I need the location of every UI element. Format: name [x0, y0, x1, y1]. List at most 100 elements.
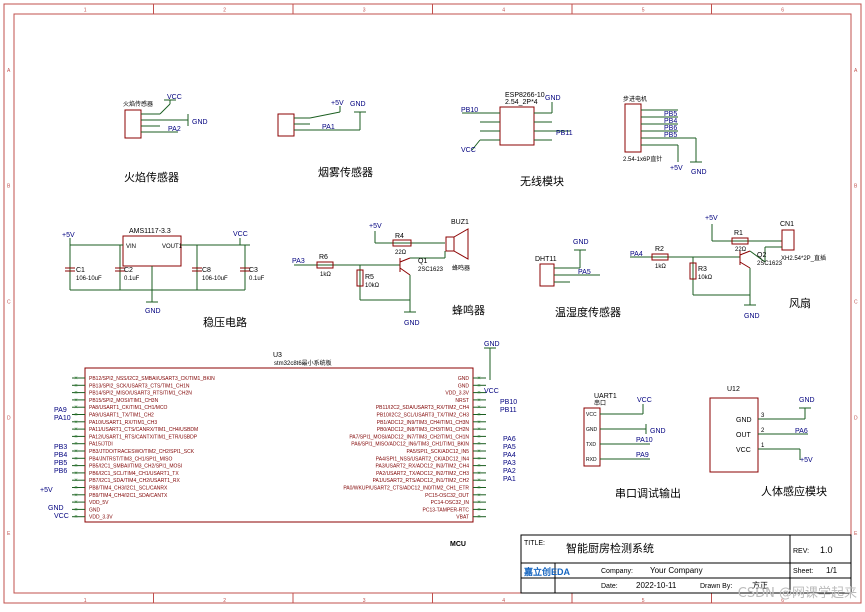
- dht-gnd-label: GND: [573, 239, 589, 246]
- mcu-pin-label: PB3/JTDO/TRACESWO/TIM2_CH2/SPI1_SCK: [89, 449, 195, 455]
- mcu-pin-label: PB10/I2C2_SCL/USART3_TX/TIM2_CH3: [377, 413, 470, 419]
- dht-net-label: PA5: [578, 269, 591, 276]
- no-connect-marker: ×: [477, 515, 481, 521]
- company-label: Company:: [601, 568, 633, 575]
- flame-connector: [124, 109, 142, 139]
- mcu-pin-label: VDD_3.3V: [89, 515, 113, 521]
- no-connect-marker: ×: [477, 464, 481, 470]
- no-connect-marker: ×: [74, 486, 78, 492]
- frame-row-label: E: [854, 531, 858, 537]
- uart-connector: [583, 407, 601, 467]
- fan-cn-ref: CN1: [780, 221, 794, 228]
- mcu-part: stm32c8t6最小系统板: [274, 359, 332, 367]
- mcu-pin-label: PB13/SPI2_SCK/USART3_CTS/TIM1_CH1N: [89, 383, 190, 389]
- company-value: Your Company: [650, 566, 703, 575]
- mcu-pin-label: PB6/I2C1_SCL/TIM4_CH1/USART1_TX: [89, 471, 179, 477]
- uart-pin-gnd: GND: [586, 427, 598, 433]
- dht-title: 温湿度传感器: [555, 305, 621, 319]
- pir-title: 人体感应模块: [761, 484, 827, 498]
- stepper-title: 步进电机: [623, 95, 647, 103]
- no-connect-marker: ×: [74, 383, 78, 389]
- mcu-net-pb4: PB4: [54, 452, 67, 459]
- fan-title: 风扇: [789, 296, 811, 310]
- cap-c3-ref: C3: [249, 267, 258, 274]
- buzzer-r4: [392, 239, 412, 247]
- outer-frame: [3, 3, 862, 604]
- uart-pin-vcc: VCC: [586, 412, 597, 418]
- no-connect-marker: ×: [74, 500, 78, 506]
- frame-row-label: B: [7, 184, 11, 190]
- regulator-part: AMS1117-3.3: [129, 228, 171, 235]
- uart-pin-rxd: RXD: [586, 457, 597, 463]
- regulator-gnd-label: GND: [145, 308, 161, 315]
- no-connect-marker: ×: [477, 442, 481, 448]
- frame-col-label: 2: [223, 598, 226, 604]
- mcu-title: MCU: [450, 541, 466, 548]
- no-connect-marker: ×: [74, 376, 78, 382]
- title-block-frame: [520, 534, 852, 594]
- no-connect-marker: ×: [477, 478, 481, 484]
- no-connect-marker: ×: [477, 376, 481, 382]
- flame-sensor-block: 火焰传感器 VCC GND PA2 火焰传感器: [123, 94, 208, 184]
- fan-r2: [651, 253, 669, 261]
- wifi-gnd-label: GND: [545, 95, 561, 102]
- no-connect-marker: ×: [477, 486, 481, 492]
- no-connect-marker: ×: [477, 391, 481, 397]
- mcu-pin-label: PB14/SPI2_MISO/USART3_RTS/TIM1_CH2N: [89, 391, 192, 397]
- smoke-title: 烟雾传感器: [318, 165, 373, 179]
- mcu-net-pa3: PA3: [503, 460, 516, 467]
- cap-c8-ref: C8: [202, 267, 211, 274]
- mcu-pin-label: PA3/USART2_RX/ADC12_IN3/TIM2_CH4: [376, 464, 470, 470]
- uart-title: 串口调试输出: [615, 486, 681, 500]
- cap-c2-val: 0.1uF: [124, 276, 140, 282]
- mcu-net-vcc: VCC: [54, 513, 69, 520]
- mcu-net-pb3: PB3: [54, 444, 67, 451]
- mcu-ref: U3: [273, 352, 282, 359]
- stepper-block: 步进电机 PB5 PB4 PB6 PB5 +5V GND 2.54-1x6P直针: [623, 95, 707, 176]
- wifi-title: 无线模块: [520, 174, 564, 188]
- mcu-pin-label: VDD_5V: [89, 500, 109, 506]
- uart-pin-txd: TXD: [586, 442, 596, 448]
- no-connect-marker: ×: [477, 413, 481, 419]
- cap-c3-val: 0.1uF: [249, 276, 265, 282]
- no-connect-marker: ×: [74, 478, 78, 484]
- title-label: TITLE:: [524, 540, 545, 547]
- mcu-net-pb10: PB10: [500, 399, 517, 406]
- mcu-pin-label: PA0/WKUP/USART2_CTS/ADC12_IN0/TIM2_CH1_E…: [343, 486, 469, 492]
- no-connect-marker: ×: [477, 471, 481, 477]
- buzzer-r6-val: 1kΩ: [320, 272, 331, 278]
- no-connect-marker: ×: [477, 427, 481, 433]
- fan-r3-ref: R3: [698, 266, 707, 273]
- pir-net-label: PA6: [795, 428, 808, 435]
- no-connect-marker: ×: [477, 456, 481, 462]
- fan-pwr-label: +5V: [705, 215, 718, 222]
- no-connect-marker: ×: [74, 464, 78, 470]
- regulator-pwr-label: +5V: [62, 232, 75, 239]
- frame-row-label: C: [7, 300, 11, 306]
- rev-label: REV:: [793, 548, 809, 555]
- no-connect-marker: ×: [477, 434, 481, 440]
- mcu-pin-label: PB8/TIM4_CH3/I2C1_SCL/CANRX: [89, 486, 168, 492]
- no-connect-marker: ×: [74, 420, 78, 426]
- mcu-pin-label: PA11/USART1_CTS/CANRX/TIM1_CH4/USBDM: [89, 427, 198, 433]
- uart-vcc-label: VCC: [637, 397, 652, 404]
- no-connect-marker: ×: [477, 383, 481, 389]
- no-connect-marker: ×: [74, 434, 78, 440]
- fan-r2-val: 1kΩ: [655, 264, 666, 270]
- cap-c2-ref: C2: [124, 267, 133, 274]
- no-connect-marker: ×: [74, 449, 78, 455]
- mcu-right-pins: ×GND×GND×VDD_3.3V×NRST×PB11/I2C2_SDA/USA…: [343, 376, 486, 521]
- no-connect-marker: ×: [74, 456, 78, 462]
- cap-c1-val: 106-10uF: [76, 276, 102, 282]
- mcu-pin-label: PB12/SPI2_NSS/I2C2_SMBAI/USART3_CK/TIM1_…: [89, 376, 215, 382]
- pir-pin-num-1: 1: [761, 443, 765, 449]
- no-connect-marker: ×: [477, 507, 481, 513]
- mcu-pin-label: PA6/SPI1_MISO/ADC12_IN6/TIM3_CH1/TIM1_BK…: [351, 442, 469, 448]
- date-label: Date:: [601, 583, 618, 590]
- buzzer-r4-val: 22Ω: [395, 250, 407, 256]
- stepper-net-3: PB6: [664, 125, 677, 132]
- flame-net-label: PA2: [168, 126, 181, 133]
- no-connect-marker: ×: [477, 500, 481, 506]
- date-value: 2022-10-11: [636, 581, 677, 590]
- mcu-pin-label: PB11/I2C2_SDA/USART3_RX/TIM2_CH4: [376, 405, 469, 411]
